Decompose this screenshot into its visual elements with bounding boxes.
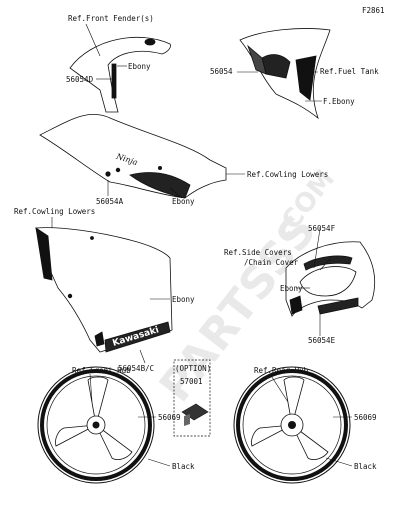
label-ref-cowling-lowers-2: Ref.Cowling Lowers (14, 207, 96, 216)
label-part-56069-front: 56069 (158, 413, 181, 422)
rear-wheel-drawing (233, 366, 351, 484)
label-part-56054: 56054 (210, 67, 233, 76)
label-part-56054D: 56054D (66, 75, 94, 84)
label-f-ebony: F.Ebony (323, 97, 355, 106)
label-ref-side-covers: Ref.Side Covers (224, 248, 292, 257)
label-black-front: Black (172, 462, 195, 471)
label-part-56054F: 56054F (308, 224, 336, 233)
label-black-rear: Black (354, 462, 377, 471)
label-chain-cover: /Chain Cover (244, 258, 299, 267)
label-ebony-side: Ebony (280, 284, 303, 293)
label-ref-front-hub: Ref.Front Hub (72, 366, 131, 375)
label-ebony-cowl-upper: Ebony (172, 197, 195, 206)
side-cover-decal-drawing (285, 241, 376, 317)
label-part-57001: 57001 (180, 377, 203, 386)
label-ref-cowling-lowers-1: Ref.Cowling Lowers (247, 170, 329, 179)
label-ebony-fender: Ebony (128, 62, 151, 71)
label-ref-fuel-tank: Ref.Fuel Tank (320, 67, 379, 76)
label-part-56054E: 56054E (308, 336, 336, 345)
option-box (173, 359, 211, 437)
label-ebony-cowl-lower: Ebony (172, 295, 195, 304)
label-ref-rear-hub: Ref.Rear Hub (254, 366, 309, 375)
label-part-56054A: 56054A (96, 197, 124, 206)
front-wheel-drawing (37, 366, 155, 484)
label-option: (OPTION) (175, 364, 212, 373)
label-part-56069-rear: 56069 (354, 413, 377, 422)
leader-lines (51, 23, 353, 467)
label-part-56054BC: 56054B/C (118, 364, 155, 373)
front-fender-drawing (69, 37, 171, 113)
fuel-tank-decal-drawing (239, 28, 331, 120)
label-ref-front-fender: Ref.Front Fender(s) (68, 14, 154, 23)
lower-cowl-decal-drawing (35, 227, 173, 353)
figure-id: F2861 (362, 6, 385, 15)
upper-cowl-decal-drawing (39, 113, 227, 199)
